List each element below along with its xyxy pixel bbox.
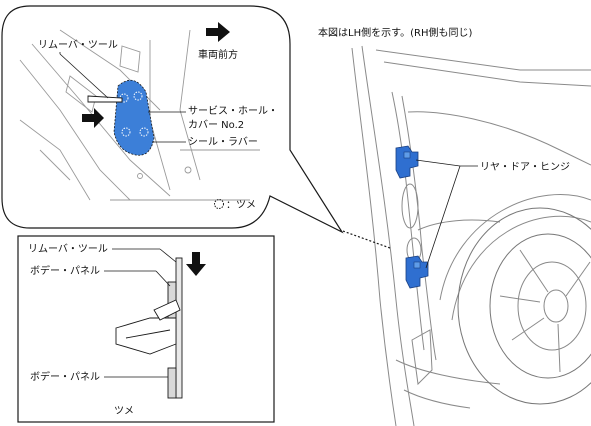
callout-dotted-connector — [339, 229, 391, 249]
hinge-leader-lines — [415, 159, 478, 269]
rear-door-hinge-upper — [395, 145, 419, 179]
label-claw-section: ツメ — [114, 406, 134, 417]
label-seal-rubber: シール・ラバー — [188, 136, 258, 148]
claw-legend-icon — [214, 199, 224, 209]
label-body-panel-bottom: ボデー・パネル — [30, 370, 100, 383]
label-body-panel-top: ボデー・パネル — [30, 264, 100, 277]
label-service-hole-line1: サービス・ホール・ — [188, 105, 278, 117]
vehicle-front-arrow-icon — [206, 22, 230, 42]
service-hole-cover-no2 — [113, 79, 155, 156]
detail-callout-bubble — [1, 5, 344, 234]
section-view-structure — [115, 257, 183, 399]
rear-door-hinge-lower — [405, 255, 429, 289]
label-rear-door-hinge: リヤ・ドア・ヒンジ — [480, 161, 570, 173]
note-text: 本図はLH側を示す。(RH側も同じ) — [318, 26, 472, 39]
vehicle-body-illustration — [351, 45, 591, 426]
legend-claw: ：ツメ — [226, 200, 256, 211]
label-removal-tool-detail: リムーバ・ツール — [38, 39, 118, 51]
section-down-arrow — [186, 252, 206, 276]
push-direction-arrow — [82, 108, 104, 128]
label-vehicle-front: 車両前方 — [198, 48, 238, 61]
label-removal-tool-section: リムーバ・ツール — [28, 243, 108, 255]
removal-tool-detail — [59, 53, 123, 103]
label-service-hole-line2: カバー No.2 — [188, 119, 244, 131]
